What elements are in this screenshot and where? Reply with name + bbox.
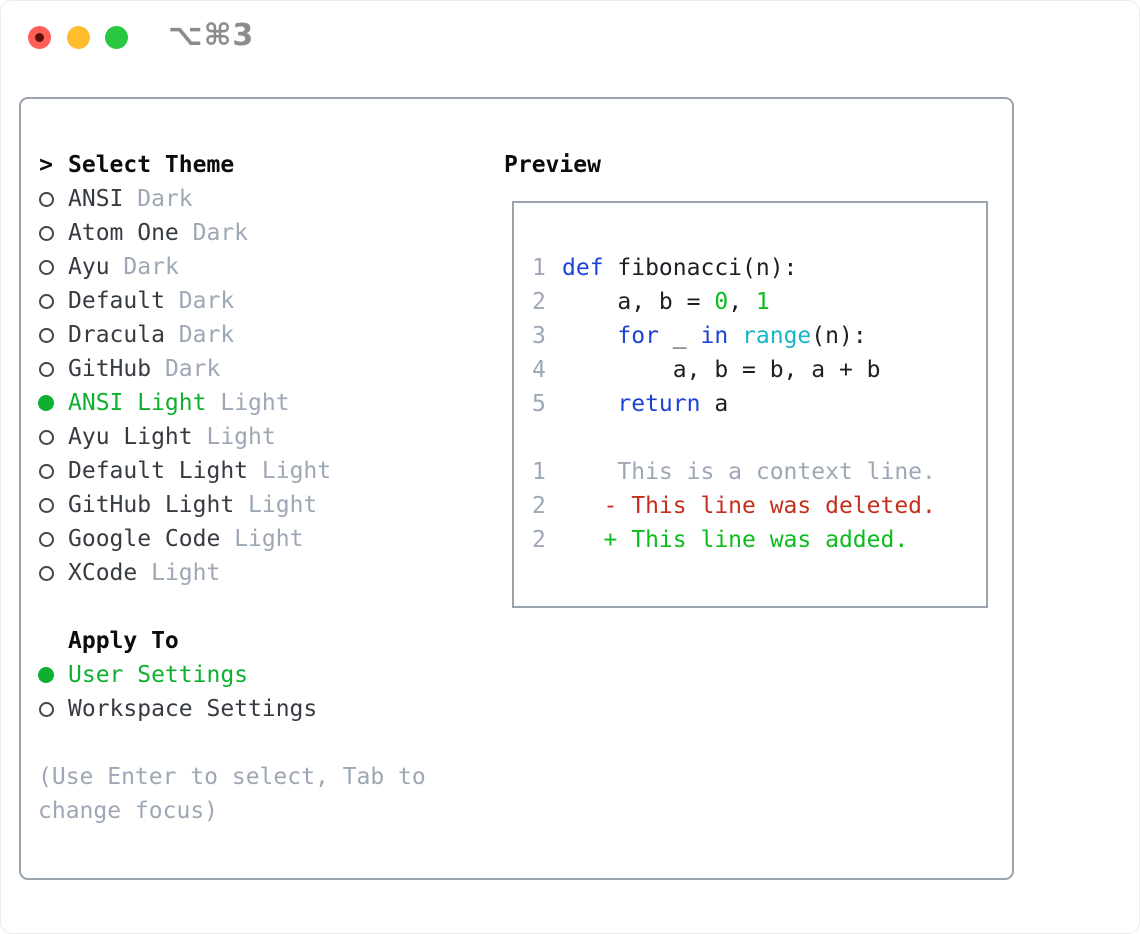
apply-option-user-settings[interactable]: User Settings: [38, 658, 468, 692]
diff-sample: 1 This is a context line. 2 - This line w…: [532, 455, 986, 557]
titlebar: ⌥⌘3: [0, 0, 1140, 72]
line-number: 1: [532, 255, 546, 281]
theme-variant-tag: Light: [234, 526, 304, 552]
theme-item-label: Ayu Light: [68, 424, 193, 450]
theme-item-label: Default Light: [68, 458, 249, 484]
theme-item-label: Dracula: [68, 322, 165, 348]
diff-line: 2 + This line was added.: [532, 527, 909, 553]
preview-header: Preview: [504, 148, 1004, 182]
theme-item-ayu[interactable]: Ayu Dark: [38, 250, 468, 284]
radio-icon: [38, 701, 54, 717]
radio-icon: [38, 497, 54, 513]
caret-icon: >: [39, 152, 53, 178]
blank-line: [532, 421, 986, 455]
theme-item-xcode[interactable]: XCode Light: [38, 556, 468, 590]
radio-icon: [38, 463, 54, 479]
radio-icon: [38, 225, 54, 241]
theme-variant-tag: Dark: [178, 288, 235, 314]
theme-item-atom-one[interactable]: Atom One Dark: [38, 216, 468, 250]
line-number: 4: [532, 357, 546, 383]
theme-variant-tag: Dark: [123, 254, 179, 280]
select-theme-header: > Select Theme: [38, 148, 468, 182]
line-number: 2: [532, 527, 546, 553]
radio-selected-icon: [38, 395, 54, 411]
apply-option-label: User Settings: [68, 662, 249, 688]
line-number: 5: [532, 391, 546, 417]
line-number: 3: [532, 323, 546, 349]
theme-item-default[interactable]: Default Dark: [38, 284, 468, 318]
theme-item-ansi-light[interactable]: ANSI Light Light: [38, 386, 468, 420]
theme-item-label: GitHub: [68, 356, 152, 382]
theme-item-default-light[interactable]: Default Light Light: [38, 454, 468, 488]
diff-line: 2 - This line was deleted.: [532, 493, 936, 519]
code-line: 5 return a: [532, 391, 729, 417]
code-line: 2 a, b = 0, 1: [532, 289, 770, 315]
code-line: 3 for _ in range(n):: [532, 323, 867, 349]
theme-item-label: Atom One: [68, 220, 179, 246]
spacer: [38, 726, 468, 760]
radio-icon: [38, 565, 54, 581]
theme-item-ansi[interactable]: ANSI Dark: [38, 182, 468, 216]
theme-item-label: ANSI: [68, 186, 124, 212]
theme-variant-tag: Light: [151, 560, 221, 586]
theme-variant-tag: Dark: [164, 356, 221, 382]
theme-item-label: GitHub Light: [68, 492, 235, 518]
theme-variant-tag: Light: [206, 424, 276, 450]
diff-line: 1 This is a context line.: [532, 459, 936, 485]
apply-to-title: Apply To: [68, 628, 179, 654]
radio-icon: [38, 327, 54, 343]
radio-icon: [38, 191, 54, 207]
apply-option-workspace-settings[interactable]: Workspace Settings: [38, 692, 468, 726]
theme-variant-tag: Light: [220, 390, 290, 416]
radio-icon: [38, 361, 54, 377]
spacer: [38, 590, 468, 624]
theme-item-label: Default: [68, 288, 165, 314]
radio-icon: [38, 531, 54, 547]
theme-item-dracula[interactable]: Dracula Dark: [38, 318, 468, 352]
theme-variant-tag: Dark: [178, 322, 235, 348]
line-number: 2: [532, 493, 546, 519]
close-dot-icon: [35, 33, 44, 42]
radio-selected-icon: [38, 667, 54, 683]
apply-to-header: Apply To: [38, 624, 468, 658]
close-button[interactable]: [28, 26, 51, 49]
theme-item-label: ANSI Light: [68, 390, 207, 416]
theme-item-label: Google Code: [68, 526, 221, 552]
theme-item-label: Ayu: [68, 254, 110, 280]
radio-icon: [38, 429, 54, 445]
code-line: 4 a, b = b, a + b: [532, 357, 881, 383]
theme-variant-tag: Light: [261, 458, 332, 484]
select-theme-title: Select Theme: [68, 152, 235, 178]
line-number: 2: [532, 289, 546, 315]
theme-item-ayu-light[interactable]: Ayu Light Light: [38, 420, 468, 454]
line-number: 1: [532, 459, 546, 485]
theme-variant-tag: Dark: [137, 186, 193, 212]
theme-variant-tag: Light: [248, 492, 318, 518]
theme-item-google-code[interactable]: Google Code Light: [38, 522, 468, 556]
radio-icon: [38, 293, 54, 309]
theme-item-github[interactable]: GitHub Dark: [38, 352, 468, 386]
minimize-button[interactable]: [67, 26, 90, 49]
theme-item-github-light[interactable]: GitHub Light Light: [38, 488, 468, 522]
window-title: ⌥⌘3: [168, 18, 255, 53]
radio-icon: [38, 259, 54, 275]
hint-text: (Use Enter to select, Tab to change focu…: [38, 764, 426, 824]
theme-variant-tag: Dark: [192, 220, 249, 246]
theme-item-label: XCode: [68, 560, 138, 586]
maximize-button[interactable]: [105, 26, 128, 49]
preview-title: Preview: [504, 152, 601, 178]
apply-option-label: Workspace Settings: [68, 696, 318, 722]
